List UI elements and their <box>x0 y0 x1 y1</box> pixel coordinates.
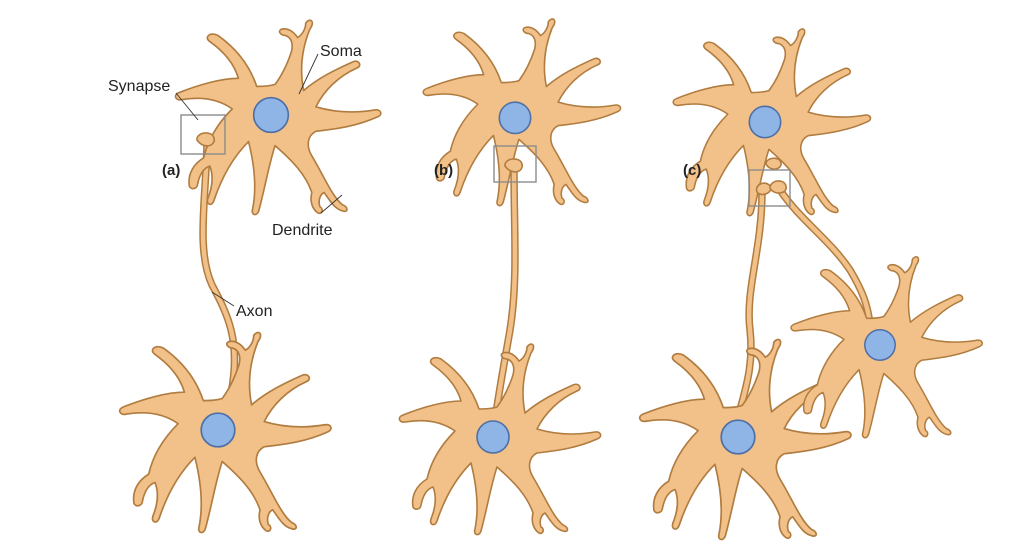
synapse-box <box>748 169 791 207</box>
panel-label-a: (a) <box>162 162 180 179</box>
synapse-box <box>493 145 537 183</box>
nucleus <box>252 96 290 134</box>
nucleus <box>498 101 532 135</box>
panel-b: (b) <box>398 18 622 536</box>
nucleus <box>864 329 896 361</box>
nucleus <box>720 419 756 455</box>
axon-leader <box>211 291 235 307</box>
annotations: Soma Synapse Dendrite Axon <box>108 43 362 320</box>
axon-terminals <box>755 157 787 196</box>
panel-label-b: (b) <box>434 162 453 179</box>
axon-2 <box>776 186 874 329</box>
nucleus <box>476 420 510 454</box>
synapse-box <box>180 114 226 155</box>
soma-label: Soma <box>320 43 362 60</box>
axon-terminal <box>504 158 523 173</box>
neuron-c-bottom <box>638 338 852 541</box>
neuron-a-bottom <box>118 331 332 534</box>
synapse-label: Synapse <box>108 78 170 95</box>
soma-leader <box>298 53 319 95</box>
dendrite-label: Dendrite <box>272 222 333 239</box>
panel-label-c: (c) <box>683 162 701 179</box>
dendrite-leader <box>320 194 343 214</box>
synapse-leader <box>175 92 199 121</box>
axon-terminal <box>196 132 215 147</box>
neuron-c-right <box>790 255 984 439</box>
axon-1 <box>736 188 766 414</box>
panel-a: (a) <box>118 19 382 534</box>
panel-c: (c) <box>638 28 984 541</box>
axon <box>491 166 519 424</box>
neuron-a-top <box>174 19 382 216</box>
axon-label: Axon <box>236 303 272 320</box>
nucleus <box>200 412 236 448</box>
neuron-b-top <box>422 18 622 207</box>
nucleus <box>748 105 782 139</box>
neuron-c-top <box>672 28 872 217</box>
neuron-b-bottom <box>398 343 602 536</box>
